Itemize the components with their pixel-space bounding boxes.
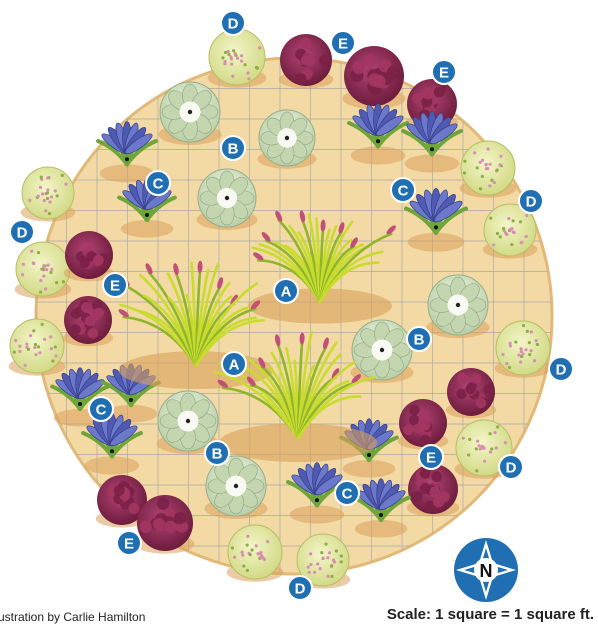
plant-label-badge: D [549, 357, 573, 381]
plant-label-badge: B [205, 441, 229, 465]
plant-label-letter: A [229, 357, 240, 374]
plant-label-badge: E [331, 31, 355, 55]
plant-label-badge: E [117, 531, 141, 555]
plant-label-letter: E [426, 450, 436, 467]
plant-label-letter: B [228, 141, 239, 158]
plant-label-badge: D [499, 455, 523, 479]
silver-mound-plant [159, 82, 222, 145]
pale-globe-plant [495, 321, 552, 378]
plant-label-badge: D [288, 576, 312, 600]
pale-globe-plant [21, 167, 76, 222]
plant-label-letter: A [281, 284, 292, 301]
plant-label-badge: A [222, 352, 246, 376]
pale-globe-plant [15, 242, 72, 299]
pale-globe-plant [9, 319, 66, 376]
plant-label-letter: E [439, 65, 449, 82]
plant-label-letter: E [124, 536, 134, 553]
plant-label-letter: C [398, 183, 409, 200]
plant-label-badge: D [519, 189, 543, 213]
plant-label-letter: E [338, 36, 348, 53]
plant-label-badge: C [89, 397, 113, 421]
plant-label-badge: D [221, 11, 245, 35]
silver-mound-plant [197, 169, 258, 230]
plant-label-letter: D [526, 194, 537, 211]
north-compass-icon: N [454, 538, 518, 602]
plant-label-letter: B [414, 332, 425, 349]
plant-label-letter: C [96, 402, 107, 419]
plant-label-badge: E [432, 60, 456, 84]
plant-label-letter: D [506, 460, 517, 477]
plant-label-letter: B [212, 446, 223, 463]
plant-label-badge: E [103, 273, 127, 297]
pale-globe-plant [460, 141, 517, 198]
plant-label-badge: C [391, 178, 415, 202]
plant-label-badge: D [10, 220, 34, 244]
plant-label-letter: D [556, 362, 567, 379]
plant-label-letter: E [110, 278, 120, 295]
plant-label-badge: B [221, 136, 245, 160]
illustration-credit: ustration by Carlie Hamilton [0, 610, 145, 624]
magenta-cluster-plant [343, 46, 406, 109]
silver-mound-plant [258, 110, 317, 169]
plant-label-badge: B [407, 327, 431, 351]
plant-label-badge: E [419, 445, 443, 469]
pale-globe-plant [208, 29, 267, 88]
plant-label-letter: D [228, 16, 239, 33]
plant-label-letter: D [295, 581, 306, 598]
silver-mound-plant [427, 275, 490, 338]
plant-label-letter: C [342, 486, 353, 503]
pale-globe-plant [227, 525, 284, 582]
magenta-cluster-plant [279, 34, 334, 89]
plant-label-badge: C [146, 171, 170, 195]
plant-label-letter: D [17, 225, 28, 242]
plant-label-badge: A [274, 279, 298, 303]
scale-note: Scale: 1 square = 1 square ft. [387, 606, 594, 623]
plant-label-badge: C [335, 481, 359, 505]
plant-label-letter: C [153, 176, 164, 193]
silver-mound-plant [351, 320, 414, 383]
compass-north-letter: N [480, 561, 493, 581]
